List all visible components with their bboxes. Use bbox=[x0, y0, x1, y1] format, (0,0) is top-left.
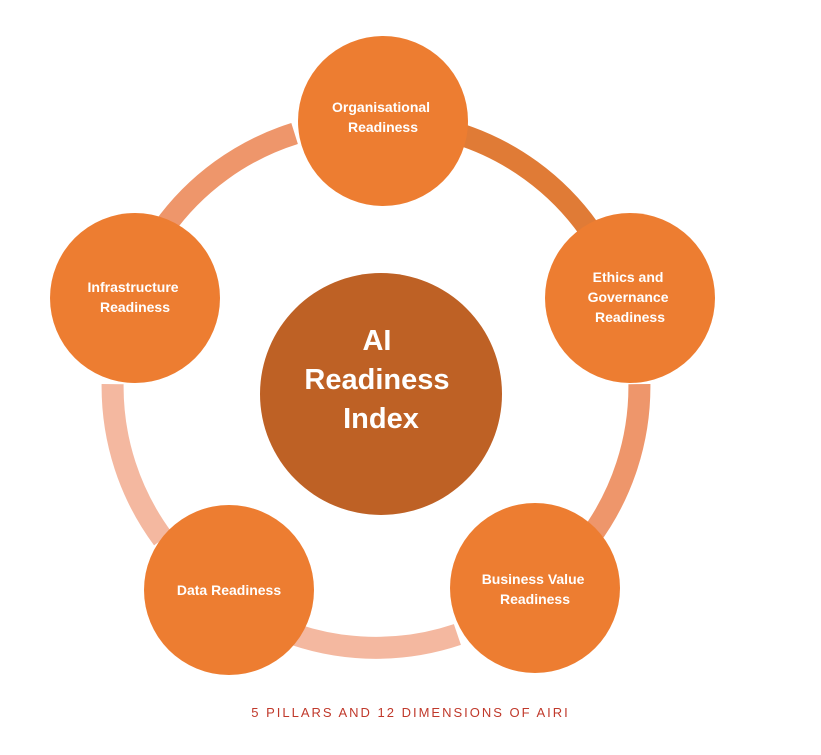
ring-connectors bbox=[101, 123, 651, 659]
connector-data-infrastructure bbox=[101, 383, 172, 546]
pillar-label-line: Readiness bbox=[100, 299, 170, 315]
center-label-line-1: AI bbox=[362, 325, 391, 357]
figure-caption: 5 PILLARS AND 12 DIMENSIONS OF AIRI bbox=[251, 705, 570, 720]
connector-business-data bbox=[291, 624, 461, 659]
pillar-label-line: Data Readiness bbox=[177, 582, 281, 598]
pillar-label-organisational: Organisational Readiness bbox=[332, 99, 434, 135]
pillar-label-line: Readiness bbox=[595, 309, 665, 325]
pillar-business-value: Business Value Readiness bbox=[450, 503, 620, 673]
pillar-label-business-value: Business Value Readiness bbox=[482, 571, 589, 607]
pillar-label-line: Readiness bbox=[348, 119, 418, 135]
connector-organisational-ethics bbox=[454, 123, 599, 236]
pillar-label-line: Organisational bbox=[332, 99, 430, 115]
pillar-label-data: Data Readiness bbox=[177, 582, 281, 598]
pillar-label-line: Ethics and bbox=[593, 269, 664, 285]
pillar-label-ethics-governance: Ethics and Governance Readiness bbox=[588, 269, 673, 325]
pillar-circle-organisational bbox=[298, 36, 468, 206]
center-label: AI Readiness Index bbox=[304, 325, 457, 435]
pillar-label-line: Infrastructure bbox=[88, 279, 179, 295]
connector-ethics-business bbox=[580, 383, 651, 546]
center-node: AI Readiness Index bbox=[260, 273, 502, 515]
pillar-label-line: Readiness bbox=[500, 591, 570, 607]
center-label-line-2: Readiness bbox=[304, 364, 449, 396]
center-label-line-3: Index bbox=[343, 403, 419, 435]
pillar-label-line: Business Value bbox=[482, 571, 585, 587]
pillar-data: Data Readiness bbox=[144, 505, 314, 675]
connector-infrastructure-organisational bbox=[153, 123, 298, 236]
pillar-circle-data bbox=[144, 505, 314, 675]
pillar-organisational: Organisational Readiness bbox=[298, 36, 468, 206]
pillar-label-infrastructure: Infrastructure Readiness bbox=[88, 279, 183, 315]
center-circle bbox=[260, 273, 502, 515]
pillar-infrastructure: Infrastructure Readiness bbox=[50, 213, 220, 383]
pillar-label-line: Governance bbox=[588, 289, 669, 305]
pillar-ethics-governance: Ethics and Governance Readiness bbox=[545, 213, 715, 383]
pillar-circle-infrastructure bbox=[50, 213, 220, 383]
pillar-circle-ethics-governance bbox=[545, 213, 715, 383]
pillar-circle-business-value bbox=[450, 503, 620, 673]
